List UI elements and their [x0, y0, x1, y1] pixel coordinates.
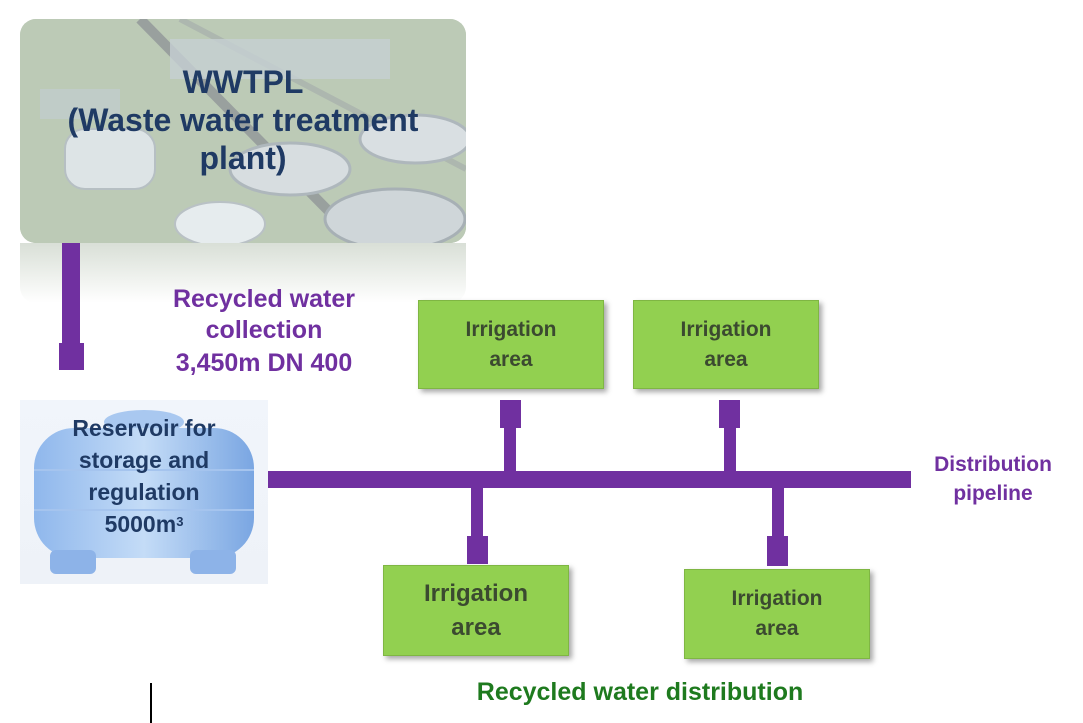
collection-label: Recycled water collection 3,450m DN 400 — [130, 284, 398, 379]
distribution-pipeline-label: Distribution pipeline — [918, 450, 1068, 508]
branch-pipe-bottom-left — [471, 486, 483, 538]
irrigation-area-top-right: Irrigation area — [633, 300, 819, 389]
branch-pipe-bottom-right — [772, 486, 784, 538]
plant-title-line: WWTPL — [182, 64, 304, 100]
reservoir-label-line: storage and — [78, 447, 210, 473]
irrigation-area-label: area — [451, 613, 501, 641]
wastewater-plant-image: WWTPL (Waste water treatment plant) — [20, 19, 466, 243]
reservoir-label-line: 5000m3 — [20, 508, 268, 540]
distribution-main-pipe — [268, 471, 911, 488]
branch-pipe-bottom-left-cap — [467, 536, 488, 564]
distribution-label-line: pipeline — [953, 482, 1033, 505]
irrigation-area-label: Irrigation — [680, 317, 772, 341]
branch-pipe-top-right — [724, 425, 736, 473]
branch-pipe-top-right-cap — [719, 400, 740, 428]
reservoir-label: Reservoir for storage and regulation 500… — [20, 412, 268, 540]
reservoir-capacity: 5000m — [104, 511, 177, 537]
collection-label-line: collection — [205, 316, 323, 344]
plant-title-line: plant) — [199, 140, 287, 176]
reservoir-label-line: Reservoir for — [72, 415, 216, 441]
reservoir-tank-illustration — [34, 410, 254, 574]
plant-title-line: (Waste water treatment — [67, 102, 419, 138]
collection-pipe — [62, 243, 80, 346]
irrigation-area-bottom-left: Irrigation area — [383, 565, 569, 656]
text-cursor — [150, 683, 152, 723]
reservoir: Reservoir for storage and regulation 500… — [20, 400, 268, 584]
irrigation-area-label: area — [704, 347, 748, 371]
irrigation-area-label: Irrigation — [731, 587, 823, 610]
distribution-label-line: Distribution — [934, 453, 1052, 476]
reservoir-capacity-unit-exponent: 3 — [176, 514, 184, 529]
collection-pipe-end — [59, 343, 84, 370]
collection-label-line: 3,450m DN 400 — [175, 349, 353, 377]
branch-pipe-top-left-cap — [500, 400, 521, 428]
irrigation-area-label: Irrigation — [465, 317, 557, 341]
branch-pipe-bottom-right-cap — [767, 536, 788, 566]
plant-title: WWTPL (Waste water treatment plant) — [20, 63, 466, 177]
irrigation-area-bottom-right: Irrigation area — [684, 569, 870, 659]
branch-pipe-top-left — [504, 425, 516, 473]
irrigation-area-label: area — [755, 617, 799, 640]
irrigation-area-top-left: Irrigation area — [418, 300, 604, 389]
irrigation-area-label: area — [489, 347, 533, 371]
plant-reflection — [20, 243, 466, 303]
recycled-water-distribution-label: Recycled water distribution — [476, 678, 804, 706]
plant-illustration — [20, 19, 466, 243]
irrigation-area-label: Irrigation — [423, 579, 528, 607]
collection-label-line: Recycled water — [172, 285, 356, 313]
reservoir-label-line: regulation — [88, 479, 200, 505]
